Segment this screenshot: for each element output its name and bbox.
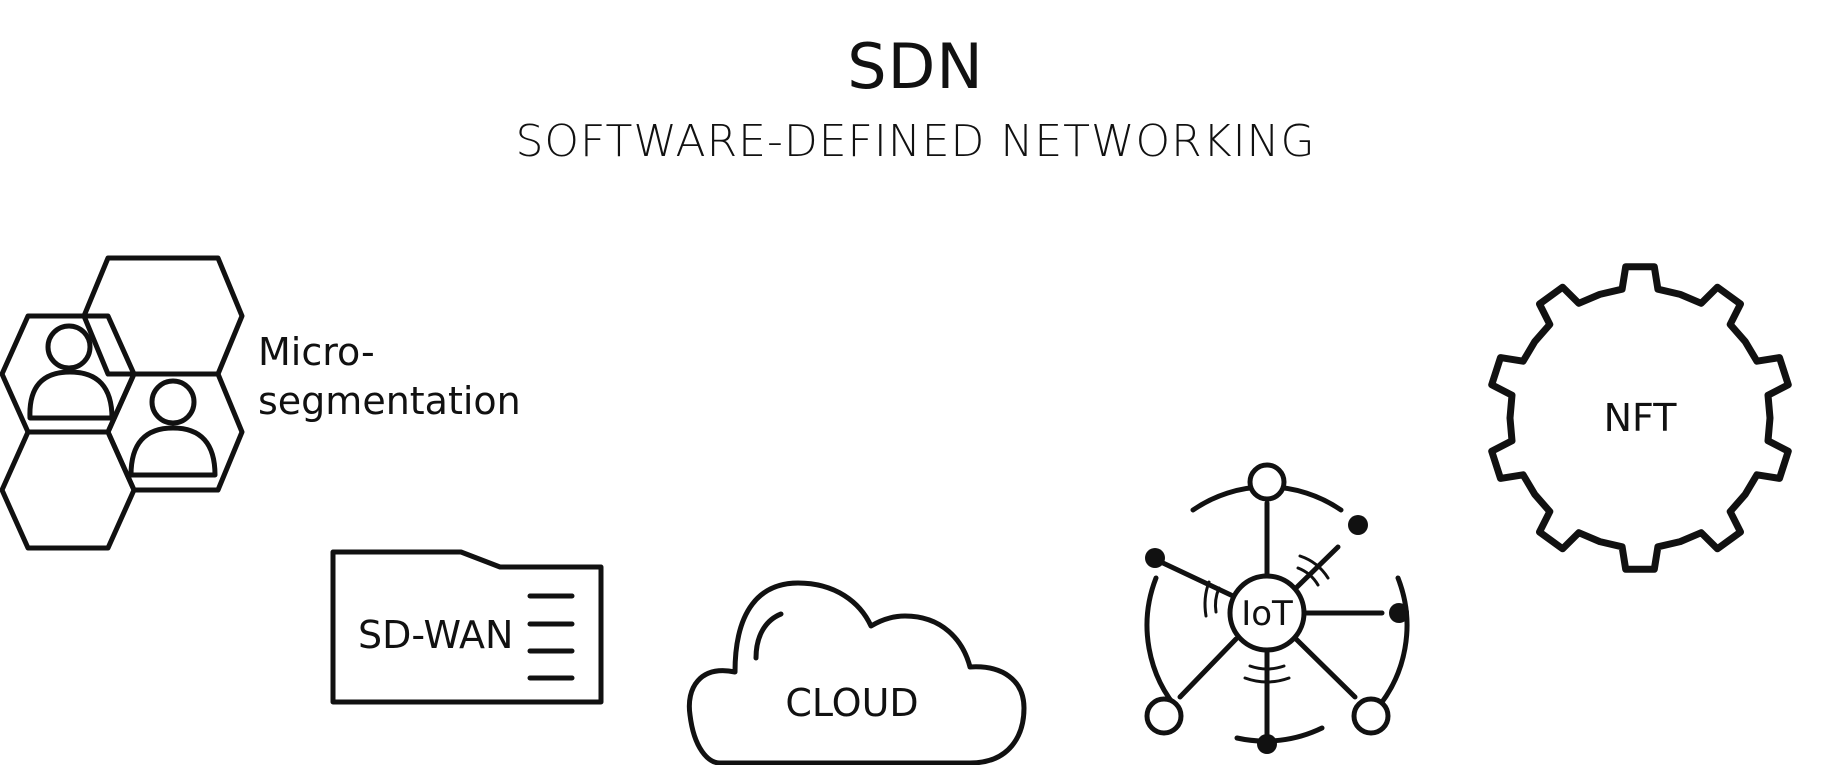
iot-hub-icon: [1144, 462, 1410, 754]
diagram-title: SDN: [847, 30, 984, 103]
hexagon-cluster-icon: [0, 255, 245, 551]
sdwan-label: SD-WAN: [358, 613, 513, 657]
person-icon: [27, 323, 115, 421]
person-icon: [128, 378, 218, 478]
nft-label: NFT: [1604, 396, 1678, 440]
gear-icon: [1488, 263, 1792, 573]
iot-label: IoT: [1241, 594, 1293, 634]
cloud-icon: [686, 580, 1027, 765]
microsegmentation-label-line2: segmentation: [258, 379, 521, 423]
sim-card-icon: [330, 549, 604, 705]
microsegmentation-label-line1: Micro-: [258, 330, 375, 374]
cloud-label: CLOUD: [785, 681, 918, 725]
diagram-subtitle: SOFTWARE-DEFINED NETWORKING: [515, 116, 1316, 167]
hexagon-bottom-left: [0, 429, 137, 551]
